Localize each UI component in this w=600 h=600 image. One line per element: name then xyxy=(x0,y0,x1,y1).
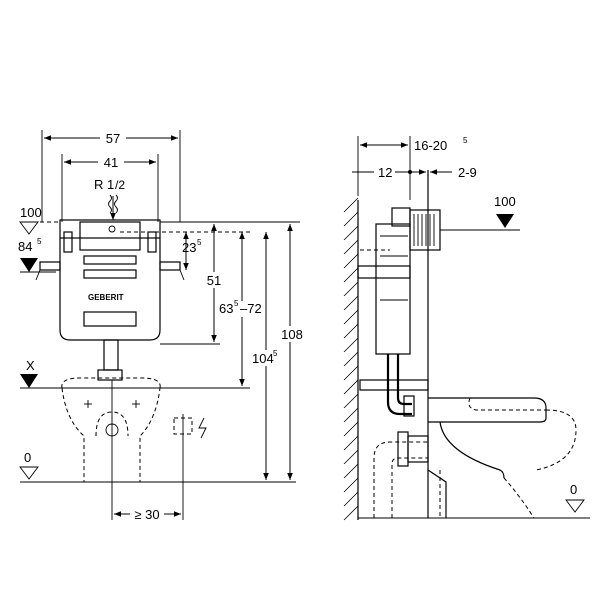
side-top-dimensions: 16-20 5 12 2-9 xyxy=(352,136,477,200)
side-view: 16-20 5 12 2-9 xyxy=(343,136,590,521)
dim-104-sup: 5 xyxy=(273,349,278,358)
toilet-bowl-side xyxy=(427,397,577,519)
dim-63-tail: –72 xyxy=(240,301,262,316)
connection-fraction: /2 xyxy=(115,178,125,192)
min-spacing-label: ≥ 30 xyxy=(134,507,159,522)
dim-23-sup: 5 xyxy=(197,238,202,247)
dim-23-label: 23 xyxy=(182,240,196,255)
brand-logo: GEBERIT xyxy=(88,293,124,302)
dim-51-label: 51 xyxy=(207,273,221,288)
dim-16-label: 16-20 xyxy=(414,138,447,153)
level-markers-left: 100 84 5 X 0 xyxy=(18,205,296,483)
dim-63-label: 63 xyxy=(219,301,233,316)
toilet-bowl-front xyxy=(61,377,161,520)
vertical-dimensions: 23 5 51 63 5 –72 104 5 108 xyxy=(120,221,305,480)
front-view: 57 41 R 1 /2 GEBERIT xyxy=(18,130,305,522)
side-level-0-label: 0 xyxy=(570,482,577,497)
dim-12-label: 12 xyxy=(378,165,392,180)
width-inner-label: 41 xyxy=(104,155,118,170)
cistern-side xyxy=(357,207,441,417)
wall xyxy=(343,170,590,521)
level-84-label: 84 xyxy=(18,239,32,254)
dim-104-label: 104 xyxy=(252,351,274,366)
level-0-label: 0 xyxy=(24,450,31,465)
connection-label: R 1 xyxy=(94,177,114,192)
lightning-icon xyxy=(198,417,207,439)
dim-16-sup: 5 xyxy=(463,136,468,145)
level-100-label: 100 xyxy=(20,205,42,220)
side-level-100-label: 100 xyxy=(494,194,516,209)
level-x-label: X xyxy=(26,358,35,373)
water-connection: R 1 /2 xyxy=(94,177,125,220)
dimension-min-spacing: ≥ 30 xyxy=(114,506,181,522)
waste-pipe xyxy=(373,431,429,518)
level-84-sup: 5 xyxy=(37,237,42,246)
side-level-0: 0 xyxy=(565,482,585,513)
width-outer-label: 57 xyxy=(106,131,120,146)
electrical-socket xyxy=(173,414,207,520)
dimension-width-57: 57 xyxy=(41,130,181,222)
dim-108-label: 108 xyxy=(281,327,303,342)
cistern: GEBERIT xyxy=(35,219,185,381)
dim-2-9-label: 2-9 xyxy=(458,165,477,180)
dimension-width-41: 41 xyxy=(61,154,159,222)
dim-63-sup: 5 xyxy=(234,299,239,308)
side-level-100: 100 xyxy=(440,194,520,231)
